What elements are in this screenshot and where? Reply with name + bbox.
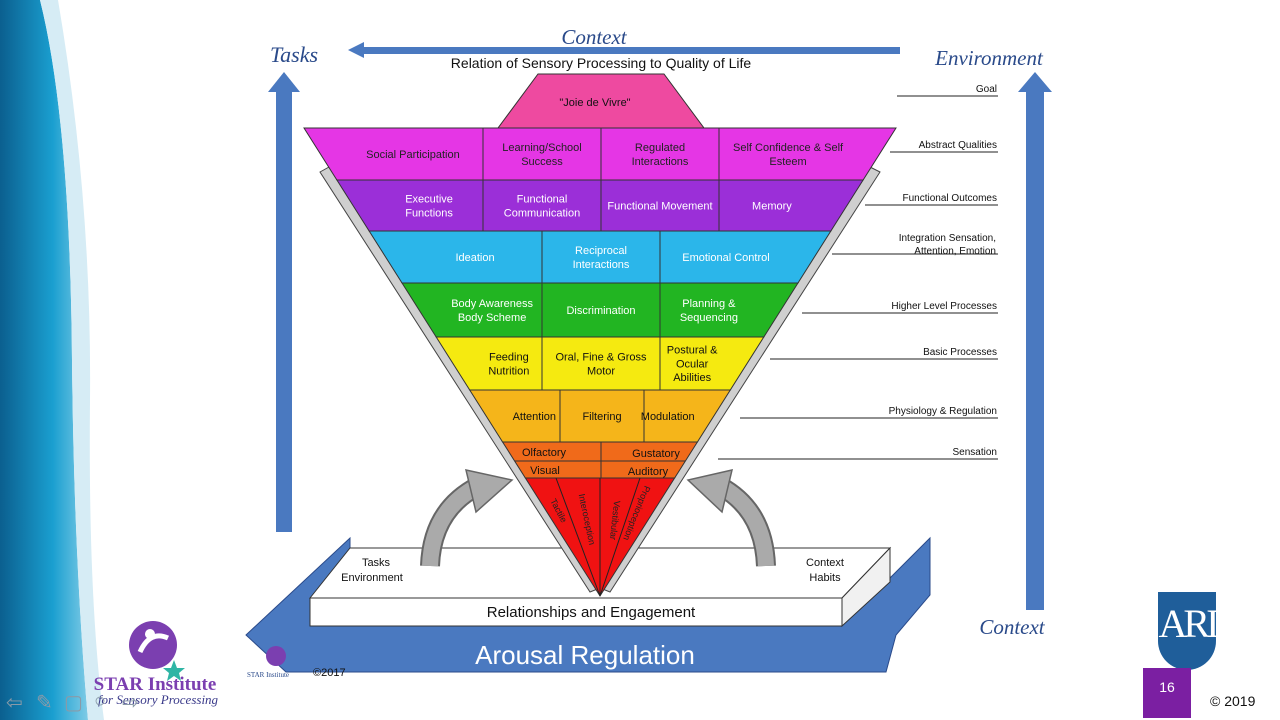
side-label: Sensation (953, 447, 997, 458)
cell-higher-2: Planning &Sequencing (680, 298, 738, 324)
cell-functional-2: Functional Movement (607, 200, 712, 212)
senses-divider (555, 477, 601, 597)
environment-label: Environment (934, 46, 1044, 70)
environment-arrow (1018, 72, 1052, 610)
goal-label: "Joie de Vivre" (559, 97, 630, 109)
senses-divider (599, 477, 641, 597)
right-curved-arrow (686, 469, 776, 567)
next-slide-icon[interactable]: ⇨ (122, 692, 139, 714)
star-institute-logo (129, 621, 185, 681)
cell-abstract-0: Social Participation (366, 149, 460, 161)
cell-physiology-2: Modulation (641, 411, 695, 423)
footer-copyright: © 2019 (1210, 693, 1256, 709)
small-star-logo-circle (266, 646, 286, 666)
left-decorative-band (0, 0, 88, 720)
side-label: Goal (976, 84, 997, 95)
side-label: Abstract Qualities (919, 140, 997, 151)
tasks-arrow (268, 72, 300, 532)
context-bottom-label: Context (979, 615, 1045, 639)
side-label: Functional Outcomes (903, 193, 998, 204)
cell-functional-3: Memory (752, 200, 792, 212)
cell-sensation-1: Gustatory (632, 448, 680, 460)
side-label: Basic Processes (923, 347, 997, 358)
cell-physiology-0: Attention (513, 411, 556, 423)
funnel-layers: "Joie de Vivre" Social Participation Learn… (303, 73, 897, 597)
logo-line1: STAR Institute (94, 674, 217, 695)
cell-sensation-2: Visual (530, 465, 560, 477)
context-top-label: Context (561, 25, 627, 49)
relationships-platform-front (309, 597, 843, 627)
zoom-icon[interactable]: ○ (94, 690, 107, 712)
cell-physiology-1: Filtering (582, 411, 621, 423)
page-number: 16 (1143, 668, 1191, 718)
diagram-copyright: ©2017 (313, 667, 346, 679)
relationships-label: Relationships and Engagement (487, 604, 696, 621)
left-decorative-stripe (40, 0, 104, 720)
tasks-label: Tasks (270, 42, 318, 67)
side-label: Physiology & Regulation (889, 406, 997, 417)
cell-higher-1: Discrimination (566, 305, 635, 317)
side-label: Higher Level Processes (891, 301, 997, 312)
side-label: Integration Sensation,Attention, Emotion (899, 233, 996, 257)
small-star-logo-text: STAR Institute (247, 671, 289, 679)
logo-line2: for Sensory Processing (98, 692, 219, 707)
arousal-regulation-label: Arousal Regulation (475, 640, 695, 670)
context-top-arrow (348, 42, 900, 58)
cell-sensation-3: Auditory (628, 466, 669, 478)
prev-slide-icon[interactable]: ⇦ (6, 692, 23, 714)
pen-icon[interactable]: ✎ (36, 692, 53, 714)
cell-integration-0: Ideation (455, 252, 494, 264)
cell-senses-2: Vestibular (608, 500, 622, 540)
cell-integration-2: Emotional Control (682, 252, 769, 264)
slides-icon[interactable]: ▢ (64, 692, 83, 714)
ari-seal-text: ARI (1158, 601, 1220, 646)
ari-seal-logo (1158, 592, 1216, 670)
left-curved-arrow (420, 469, 514, 567)
diagram-title: Relation of Sensory Processing to Qualit… (451, 55, 752, 71)
cell-sensation-0: Olfactory (522, 447, 567, 459)
